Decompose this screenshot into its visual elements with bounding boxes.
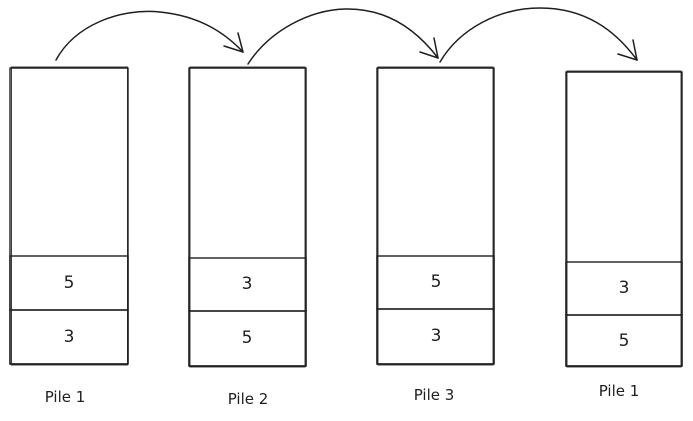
item-value-bottom: 3 — [431, 326, 442, 346]
pile-label: Pile 3 — [414, 386, 455, 404]
pile-2: 3 5 Pile 2 — [188, 66, 307, 408]
pile-label: Pile 2 — [228, 390, 269, 408]
item-value-bottom: 5 — [242, 328, 253, 348]
item-value-top: 3 — [619, 278, 630, 298]
pile-item-bottom — [565, 314, 683, 367]
arrow-pile3-to-pile4 — [439, 7, 638, 63]
item-value-top: 5 — [64, 273, 75, 293]
pile-4: 3 5 Pile 1 — [565, 70, 683, 400]
pile-1: 5 3 Pile 1 — [9, 66, 129, 406]
pile-label: Pile 1 — [45, 388, 86, 406]
item-value-bottom: 5 — [619, 331, 630, 351]
pile-3: 5 3 Pile 3 — [376, 66, 495, 404]
arrow-pile2-to-pile3 — [247, 8, 439, 65]
item-value-top: 3 — [242, 274, 253, 294]
pile-item-bottom — [376, 308, 495, 365]
pile-item-bottom — [9, 309, 129, 365]
item-value-bottom: 3 — [64, 327, 75, 347]
pile-item-bottom — [188, 310, 307, 367]
item-value-top: 5 — [431, 272, 442, 292]
arrow-pile1-to-pile2 — [55, 10, 244, 61]
pile-label: Pile 1 — [599, 382, 640, 400]
